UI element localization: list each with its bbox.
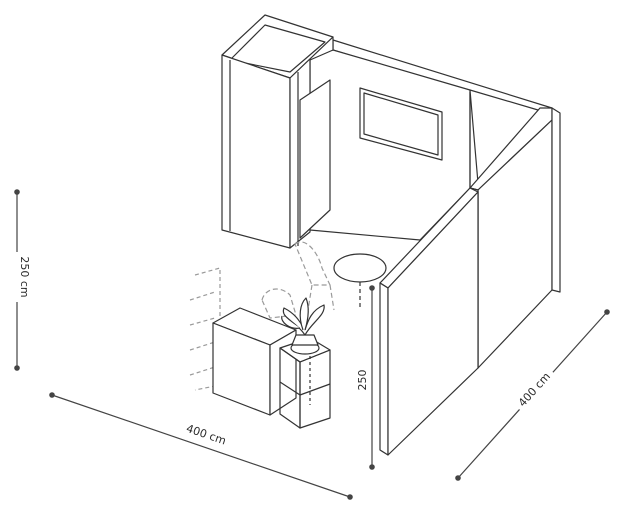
storage-door bbox=[299, 79, 331, 239]
dimension-label-height-center: 250 bbox=[356, 370, 369, 391]
dimension-height-center bbox=[369, 285, 375, 470]
dimension-label-width-front: 400 cm bbox=[185, 422, 228, 448]
counter bbox=[212, 307, 297, 416]
dimension-label-height-left: 250 cm bbox=[18, 256, 31, 297]
chair bbox=[294, 241, 335, 311]
wall-screen bbox=[359, 87, 443, 161]
dimension-width-front bbox=[49, 392, 353, 500]
round-table bbox=[333, 253, 387, 310]
front-right-wall bbox=[379, 187, 479, 456]
storage-room bbox=[221, 14, 334, 249]
right-wall bbox=[469, 89, 561, 369]
chair bbox=[261, 288, 297, 319]
plant bbox=[281, 297, 325, 355]
